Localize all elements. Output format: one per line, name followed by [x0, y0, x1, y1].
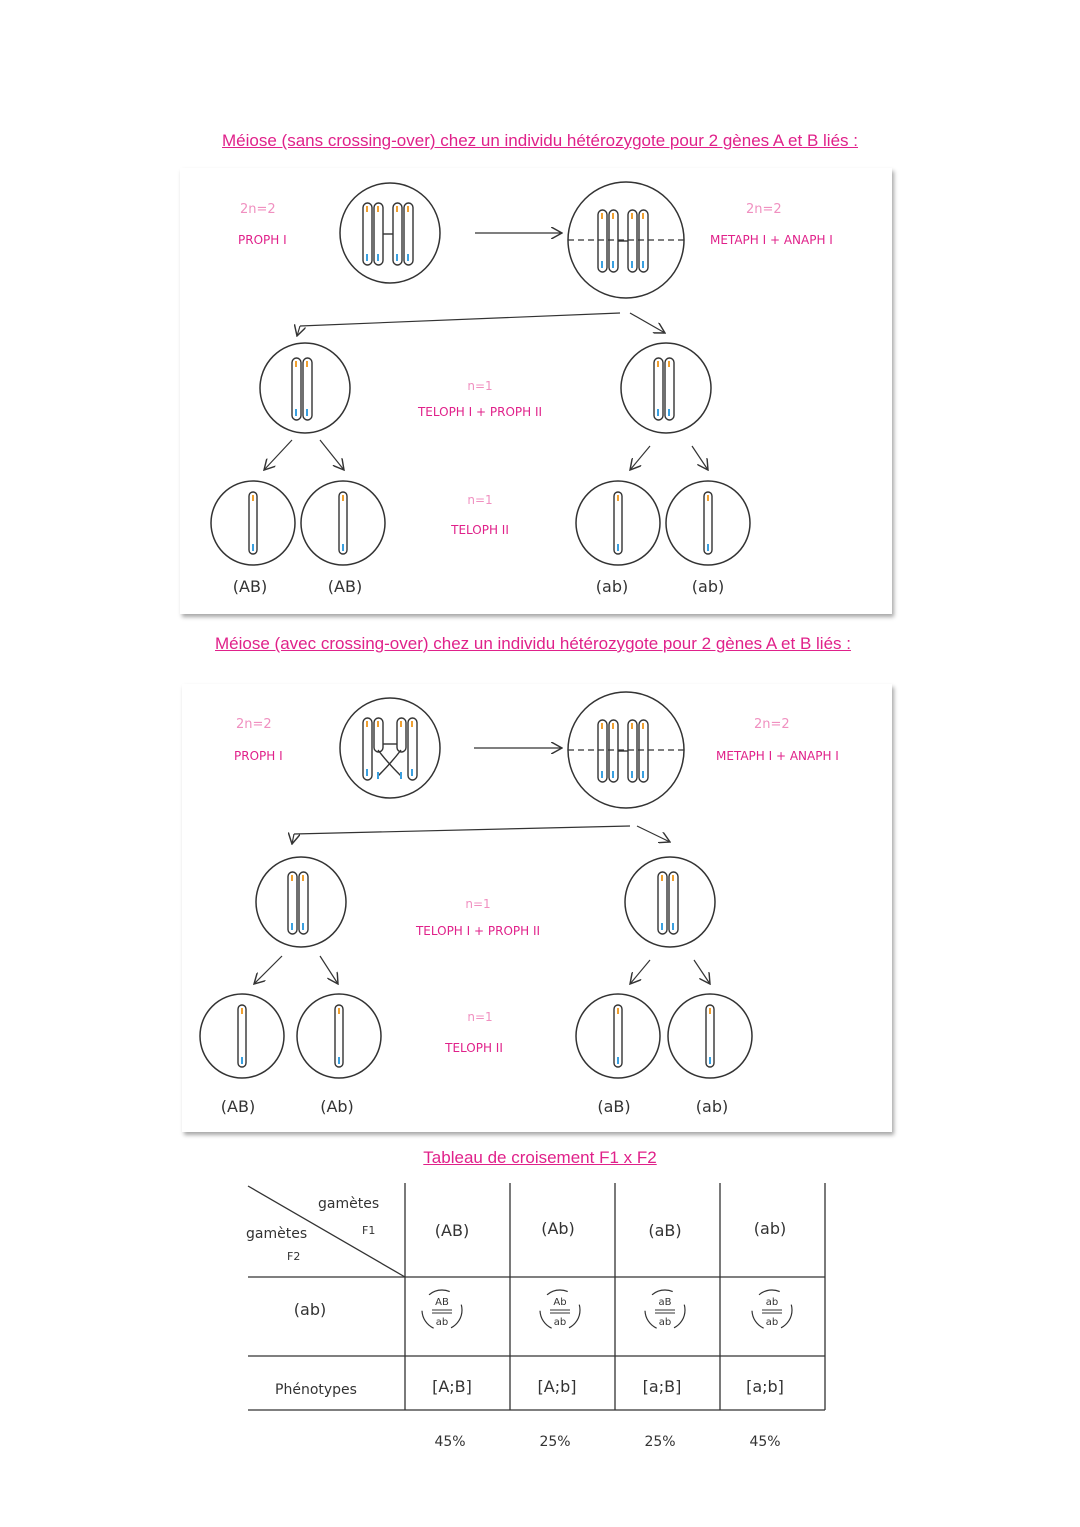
stage-label-meta-ana: METAPH I + ANAPH I — [710, 233, 833, 247]
corner-label-top: gamètes — [318, 1196, 379, 1212]
ploidy-label: 2n=2 — [240, 202, 276, 217]
ploidy-label: n=1 — [467, 1010, 492, 1024]
phenotype-value: [a;B] — [643, 1377, 682, 1396]
gamete-label: (ab) — [692, 577, 724, 596]
gamete-label: (ab) — [696, 1097, 728, 1116]
genotype-top: aB — [659, 1297, 672, 1308]
genotype-top: AB — [435, 1297, 449, 1308]
stage-label-proph1: PROPH I — [238, 233, 287, 247]
genotype-bottom: ab — [554, 1317, 566, 1328]
cell-telophase1-right-crossing — [624, 856, 716, 948]
panel-with-crossing-over: 2n=2 PROPH I 2n=2 METAPH I + ANAPH I — [182, 684, 892, 1132]
diagram-without-crossing-over: 2n=2 PROPH I 2n=2 METAPH I + ANAPH I — [210, 181, 833, 596]
cell-proph1 — [339, 182, 441, 284]
panel-without-crossing-over: 2n=2 PROPH I 2n=2 METAPH I + ANAPH I — [180, 168, 892, 614]
stage-label-telo2: TELOPH II — [450, 523, 509, 537]
stage-label-telo2: TELOPH II — [444, 1041, 503, 1055]
ploidy-label: 2n=2 — [754, 717, 790, 732]
f2-gamete-header: (ab) — [294, 1300, 326, 1319]
cell-telophase1-left — [259, 342, 351, 434]
gamete-label: (ab) — [596, 577, 628, 596]
f1-gamete-header: (Ab) — [541, 1219, 575, 1238]
gamete-cell-1 — [210, 480, 296, 566]
f1-gamete-header: (ab) — [754, 1219, 786, 1238]
percentage-value: 25% — [644, 1434, 675, 1450]
ploidy-label: 2n=2 — [236, 717, 272, 732]
phenotype-value: [A;B] — [432, 1377, 472, 1396]
section-title-with-crossing-over: Méiose (avec crossing-over) chez un indi… — [215, 634, 851, 653]
percentage-value: 45% — [749, 1434, 780, 1450]
phenotypes-label: Phénotypes — [275, 1382, 357, 1398]
genotype-cell: aB ab — [644, 1289, 686, 1331]
genotype-bottom: ab — [436, 1317, 448, 1328]
phenotype-value: [A;b] — [538, 1377, 577, 1396]
genotype-cell: ab ab — [751, 1289, 793, 1331]
table-title: Tableau de croisement F1 x F2 — [423, 1148, 657, 1167]
gamete-cell-4 — [665, 480, 751, 566]
gamete-cell-1-crossing — [199, 993, 285, 1079]
gamete-label: (AB) — [328, 577, 362, 596]
corner-label-left-sub: F2 — [287, 1250, 300, 1263]
stage-label-telo1-proph2: TELOPH I + PROPH II — [415, 924, 540, 938]
percentage-value: 45% — [434, 1434, 465, 1450]
gamete-label: (AB) — [233, 577, 267, 596]
gamete-label: (Ab) — [320, 1097, 354, 1116]
gamete-label: (AB) — [221, 1097, 255, 1116]
ploidy-label: n=1 — [465, 897, 490, 911]
genotype-top: ab — [766, 1297, 778, 1308]
stage-label-telo1-proph2: TELOPH I + PROPH II — [417, 405, 542, 419]
genotype-cell: Ab ab — [539, 1289, 581, 1331]
cell-metaphase1-crossing — [567, 691, 685, 809]
cell-telophase1-right — [620, 342, 712, 434]
percentage-value: 25% — [539, 1434, 570, 1450]
cell-proph1-crossing — [339, 697, 441, 799]
gamete-cell-4-crossing — [667, 993, 753, 1079]
stage-label-meta-ana: METAPH I + ANAPH I — [716, 749, 839, 763]
genotype-bottom: ab — [766, 1317, 778, 1328]
ploidy-label: n=1 — [467, 379, 492, 393]
genotype-bottom: ab — [659, 1317, 671, 1328]
cell-telophase1-left-crossing — [255, 856, 347, 948]
gamete-label: (aB) — [597, 1097, 630, 1116]
gamete-cell-2-crossing — [296, 993, 382, 1079]
diagram-with-crossing-over: 2n=2 PROPH I 2n=2 METAPH I + ANAPH I — [199, 691, 839, 1116]
stage-label-proph1: PROPH I — [234, 749, 283, 763]
corner-label-left: gamètes — [246, 1226, 307, 1242]
f1-gamete-header: (AB) — [435, 1221, 469, 1240]
corner-label-top-sub: F1 — [362, 1224, 375, 1237]
genotype-cell: AB ab — [421, 1289, 463, 1331]
genotype-top: Ab — [553, 1297, 566, 1308]
gamete-cell-2 — [300, 480, 386, 566]
ploidy-label: n=1 — [467, 493, 492, 507]
cell-metaphase1 — [567, 181, 685, 299]
gamete-cell-3 — [575, 480, 661, 566]
section-title-without-crossing-over: Méiose (sans crossing-over) chez un indi… — [222, 131, 858, 150]
f1-gamete-header: (aB) — [648, 1221, 681, 1240]
gamete-cell-3-crossing — [575, 993, 661, 1079]
phenotype-value: [a;b] — [746, 1377, 784, 1396]
ploidy-label: 2n=2 — [746, 202, 782, 217]
